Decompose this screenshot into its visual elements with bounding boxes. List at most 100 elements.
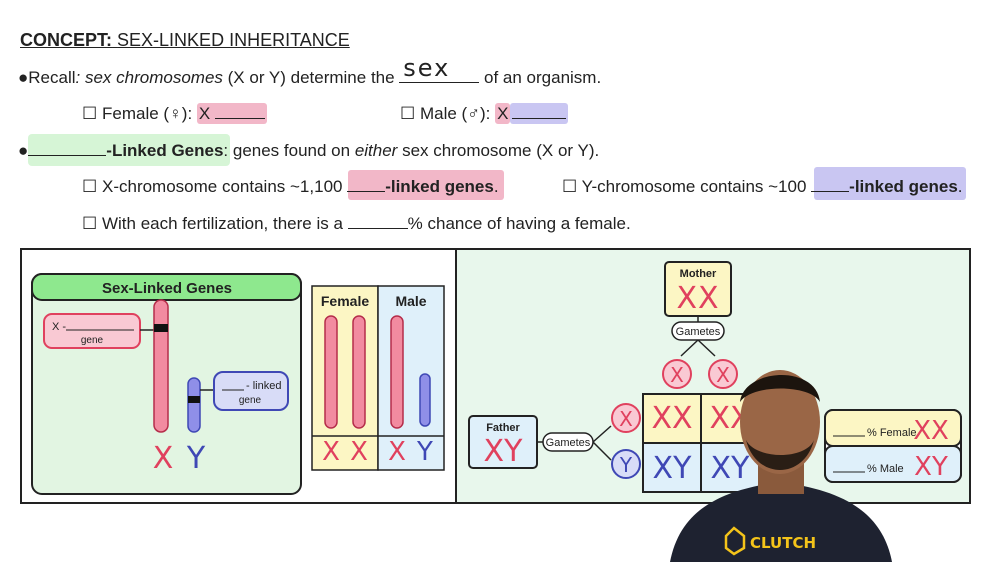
y-linked-highlight: [814, 167, 966, 200]
fertilization-line: ☐ With each fertilization, there is a % …: [82, 214, 631, 234]
mother-gamete-2: [708, 359, 738, 389]
recall-italic: : sex chromosomes: [75, 68, 223, 87]
mother-chroms: XX: [676, 281, 719, 316]
male-blank-highlight: [510, 103, 569, 124]
father-gamete-x: [611, 403, 641, 433]
results-male-row: [824, 445, 962, 483]
page-title: CONCEPT: SEX-LINKED INHERITANCE: [20, 30, 350, 51]
x-gene-locus: [154, 324, 168, 332]
arrow-up-right: [592, 425, 612, 443]
concept-label: CONCEPT:: [20, 30, 113, 50]
mother-label: Mother: [680, 268, 717, 280]
x-chromosome: [153, 299, 169, 433]
male-y-letter: Y: [416, 437, 433, 467]
father-gamete-y-letter: Y: [619, 453, 633, 477]
y-letter: Y: [186, 441, 206, 476]
result-male-label: % Male: [867, 463, 904, 475]
presenter-video: CLUTCH: [670, 370, 892, 562]
y-gene-label-box: [213, 371, 289, 411]
arrow-left-down: [680, 339, 699, 357]
sex-linked-title: Sex-Linked Genes: [102, 280, 232, 297]
linked-genes-bold: -Linked Genes: [106, 141, 224, 160]
recall-line: ●Recall: sex chromosomes (X or Y) determ…: [18, 54, 602, 88]
sex-linked-title-bar: [31, 273, 302, 301]
female-x2-letter: X: [350, 437, 368, 467]
linked-blank: [28, 141, 107, 156]
x-dot: .: [493, 177, 499, 196]
x-letter: X: [153, 441, 174, 476]
female-blank: [215, 104, 265, 119]
result-female-chroms: XX: [913, 416, 949, 446]
concept-title: SEX-LINKED INHERITANCE: [117, 30, 350, 50]
male-column: [377, 285, 445, 471]
y-blank: [811, 177, 850, 192]
fertilization-text: With each fertilization, there is a: [101, 214, 348, 233]
fertilization-suffix: % chance of having a female.: [407, 214, 631, 233]
y-contains-text: Y-chromosome contains ~100: [581, 177, 812, 196]
y-gene-suffix: - linked: [246, 380, 281, 392]
clutch-logo-text: CLUTCH: [750, 534, 816, 552]
presenter-hair: [740, 374, 820, 402]
bullet: ●: [18, 68, 29, 87]
male-blank: [512, 104, 567, 119]
punnett-cell-3: XY: [653, 451, 693, 486]
x-gene-prefix: X -: [52, 321, 66, 333]
recall-suffix: of an organism.: [479, 68, 602, 87]
mother-gamete-1-letter: X: [670, 363, 684, 387]
mother-gamete-2-letter: X: [716, 363, 730, 387]
male-y-chromosome: [419, 373, 431, 427]
x-contains-bold: -linked genes: [385, 177, 494, 196]
arrow-right-down: [697, 339, 716, 357]
checkbox-icon: ☐: [400, 104, 416, 123]
father-gamete-y: [611, 449, 641, 479]
x-gene-sub: gene: [81, 335, 104, 346]
y-gene-locus: [188, 396, 200, 403]
female-x1-letter: X: [322, 437, 340, 467]
arrow-down-right: [592, 441, 612, 461]
father-chroms: XY: [484, 434, 524, 469]
result-female-label: % Female: [867, 427, 917, 439]
clutch-logo-icon: [724, 526, 746, 556]
right-diagram-panel: Mother XX Gametes X X Father XY Gametes …: [455, 248, 971, 504]
gametes-top-label: Gametes: [676, 326, 721, 338]
checkbox-icon: ☐: [562, 177, 578, 196]
sex-blank: sex: [399, 54, 480, 83]
female-line: ☐ Female (♀): X: [82, 103, 267, 124]
male-x-highlight: X: [495, 103, 511, 124]
male-label: Male (♂):: [419, 104, 496, 123]
linked-middle: : genes found on: [223, 141, 355, 160]
y-contains-bold: -linked genes: [849, 177, 958, 196]
checkbox-icon: ☐: [82, 177, 98, 196]
x-gene-label-box: [43, 313, 141, 349]
linked-genes-highlight: [28, 134, 230, 166]
recall-middle: (X or Y) determine the: [222, 68, 400, 87]
gametes-left-label: Gametes: [546, 437, 591, 449]
x-linked-highlight: [348, 170, 504, 200]
y-contains-line: ☐ Y-chromosome contains ~100 -linked gen…: [562, 177, 963, 197]
recall-prefix: Recall: [28, 68, 76, 87]
percent-blank: [347, 214, 408, 229]
male-x: X: [497, 104, 509, 123]
punnett-cell-1: XX: [651, 401, 692, 436]
result-male-chroms: XY: [914, 452, 948, 482]
presenter-beard: [746, 440, 814, 470]
female-label: Female (♀):: [101, 104, 197, 123]
father-gamete-x-letter: X: [619, 407, 633, 431]
checkbox-icon: ☐: [82, 214, 98, 233]
female-chromosome-1: [324, 315, 338, 429]
male-header: Male: [395, 293, 426, 309]
presenter-face: [740, 370, 820, 474]
female-chromosome-2: [352, 315, 366, 429]
left-diagram-panel: Sex-Linked Genes X - gene - linked gene …: [20, 248, 457, 504]
male-x-chromosome: [390, 315, 404, 429]
male-line: ☐ Male (♂): X: [400, 103, 569, 124]
bullet: ●: [18, 141, 29, 160]
left-diagram-svg: Sex-Linked Genes X - gene - linked gene …: [31, 273, 445, 495]
x-blank: [347, 177, 386, 192]
linked-italic: either: [354, 141, 398, 160]
y-gene-sub: gene: [239, 395, 262, 406]
punnett-cell-4: XY: [711, 451, 751, 486]
handwritten-answer: sex: [403, 54, 451, 82]
female-column: [311, 285, 379, 471]
linked-genes-line: ●-Linked Genes: genes found on either se…: [18, 141, 599, 161]
